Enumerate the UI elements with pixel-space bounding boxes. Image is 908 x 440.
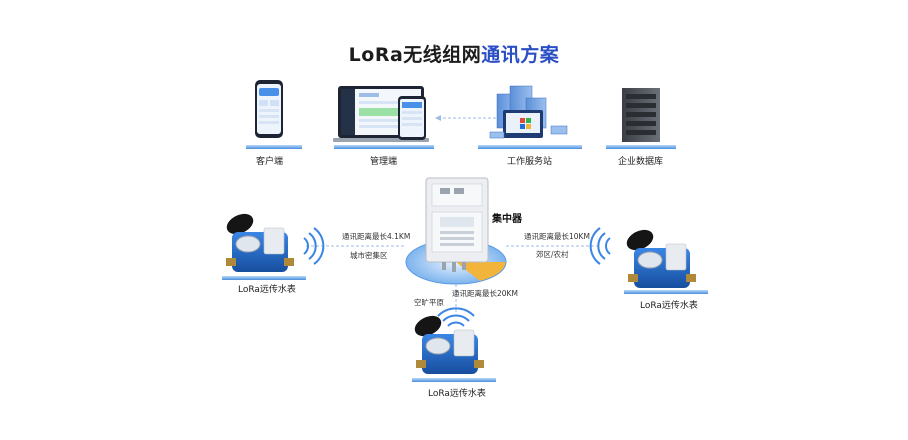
enterprise-db-label: 企业数据库 — [618, 157, 664, 167]
tablet-icon — [398, 96, 426, 140]
bottom-signal-icon — [437, 307, 475, 327]
bottom-meter-platform — [412, 378, 496, 382]
client-label: 客户端 — [256, 157, 284, 167]
bottom-area-label: 空旷平原 — [414, 298, 444, 307]
bottom-distance-label: 通讯距离最长20KM — [452, 289, 518, 298]
database-rack-icon — [622, 88, 660, 142]
right-water-meter-icon — [626, 229, 696, 288]
left-water-meter-icon — [226, 213, 294, 272]
database-platform — [606, 145, 676, 149]
left-meter-label: LoRa远传水表 — [238, 285, 296, 295]
server-platform — [478, 145, 582, 149]
management-label: 管理端 — [370, 157, 398, 167]
client-platform — [246, 145, 302, 149]
right-distance-label: 通讯距离最长10KM — [524, 232, 590, 241]
bottom-water-meter-icon — [414, 315, 484, 374]
concentrator-device-icon — [425, 177, 489, 272]
left-meter-platform — [222, 276, 306, 280]
concentrator-label: 集中器 — [492, 214, 522, 225]
page-title: LoRa无线组网通讯方案 — [348, 44, 560, 66]
work-server-label: 工作服务站 — [507, 157, 553, 167]
right-signal-icon — [589, 227, 611, 265]
left-area-label: 城市密集区 — [350, 251, 388, 260]
server-station-icon — [489, 85, 568, 139]
management-platform — [334, 145, 434, 149]
right-meter-platform — [624, 290, 708, 294]
right-meter-label: LoRa远传水表 — [640, 301, 698, 311]
smartphone-icon — [255, 80, 283, 138]
left-signal-icon — [303, 227, 325, 265]
right-area-label: 郊区/农村 — [536, 250, 569, 259]
bottom-meter-label: LoRa远传水表 — [428, 389, 486, 399]
left-distance-label: 通讯距离最长4.1KM — [342, 232, 411, 241]
